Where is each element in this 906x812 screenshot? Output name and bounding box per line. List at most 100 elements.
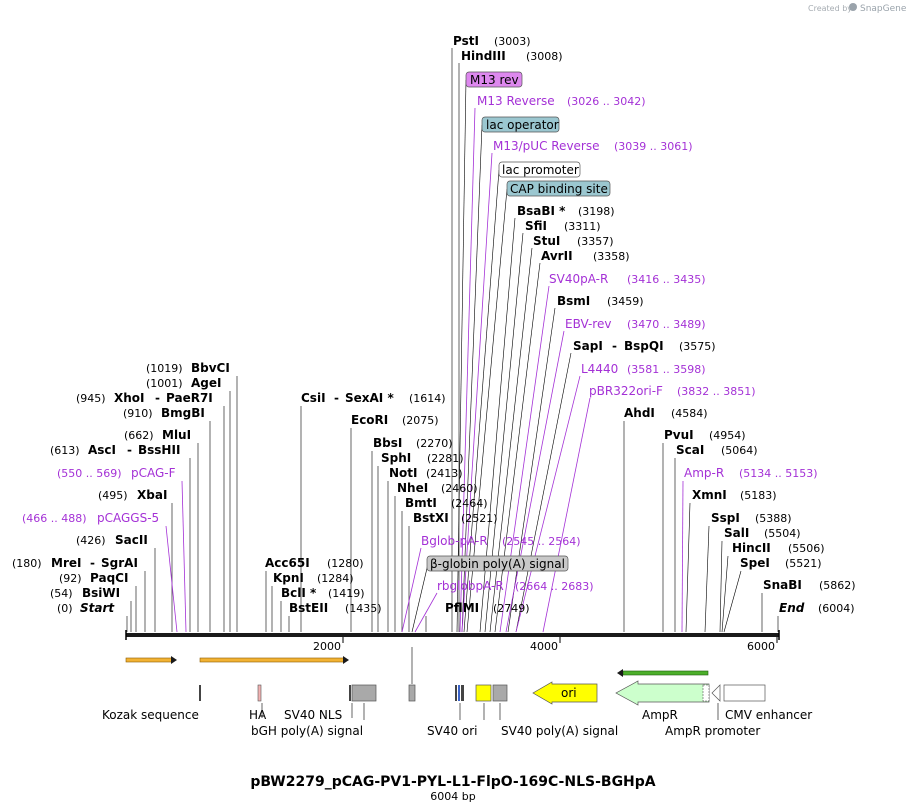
site-spei[interactable]: SpeI [740,556,770,570]
site-psti[interactable]: PstI [453,34,479,48]
primer-pcaggs-5[interactable]: pCAGGS-5 [97,511,159,525]
site-xhoi[interactable]: XhoI [114,391,145,405]
site-num-stui: (3357) [577,235,614,248]
box-b-globin-polya[interactable] [426,555,569,572]
site-bmti[interactable]: BmtI [405,496,437,510]
site-num-pvui: (4954) [709,429,746,442]
site-num-sphi: (2281) [427,452,464,465]
site-mrei[interactable]: MreI [51,556,81,570]
sites-left: (1019) BbvCI (1001) AgeI (945) XhoI - Pa… [12,361,230,615]
site-agei[interactable]: AgeI [191,376,221,390]
primer-pbr322ori-f[interactable]: pBR322ori-F [589,384,663,398]
site-bspqi[interactable]: BspQI [624,339,664,353]
site-sapi[interactable]: SapI [573,339,603,353]
site-bcli[interactable]: BclI * [281,586,317,600]
box-m13-rev-label: M13 rev [470,73,519,87]
orf-1[interactable] [125,657,173,663]
feature-ampr-promoter-arrow[interactable] [711,684,721,702]
site-num-mrei: (180) [12,557,42,570]
site-ecori[interactable]: EcoRI [351,413,388,427]
site-bstxi[interactable]: BstXI [413,511,449,525]
primer-bglob-pa-r[interactable]: Bglob-pA-R [421,534,488,548]
site-num-bsmi: (3459) [607,295,644,308]
site-stui[interactable]: StuI [533,234,560,248]
site-sgrai[interactable]: SgrAI [101,556,138,570]
site-paer7i[interactable]: PaeR7I [166,391,213,405]
feature-ampr-arrow[interactable] [615,680,710,706]
site-snabi[interactable]: SnaBI [763,578,802,592]
site-end[interactable]: End [779,601,805,615]
primer-l4440[interactable]: L4440 [581,362,618,376]
site-num-sapi: (3575) [679,340,716,353]
site-scai[interactable]: ScaI [676,443,704,457]
site-bmgbi[interactable]: BmgBI [161,406,205,420]
site-kpni[interactable]: KpnI [273,571,304,585]
site-sexai[interactable]: SexAI * [345,391,394,405]
feature-kozak[interactable] [199,685,201,701]
site-xbai[interactable]: XbaI [137,488,167,502]
box-lac-operator[interactable] [481,116,560,133]
feature-block-3[interactable] [458,685,460,701]
site-num-scai: (5064) [721,444,758,457]
site-sphi[interactable]: SphI [381,451,411,465]
feature-ori-arrow[interactable] [532,681,598,705]
site-xmni[interactable]: XmnI [692,488,727,502]
feature-bgh[interactable] [351,684,377,702]
site-sali[interactable]: SalI [724,526,749,540]
orf-2[interactable] [199,657,345,663]
orf-3[interactable] [622,670,709,676]
box-lac-promoter[interactable] [498,161,581,178]
site-num-bmgbi: (910) [123,407,153,420]
feature-sv40-polya[interactable] [492,684,508,702]
site-nhei[interactable]: NheI [397,481,428,495]
backbone: 2000 4000 6000 [125,630,780,653]
feature-block-1[interactable] [408,684,416,702]
site-num-mlui: (662) [124,429,154,442]
site-bsmi[interactable]: BsmI [557,294,590,308]
primer-rbglobpa-r[interactable]: rbglobpA-R [437,579,504,593]
tick-label-4000: 4000 [530,640,558,653]
feature-ha[interactable] [257,684,262,702]
label-sv40-polya: SV40 poly(A) signal [501,724,618,738]
site-sfii[interactable]: SfiI [525,219,547,233]
feature-block-2[interactable] [455,685,457,701]
primer-sv40pa-r[interactable]: SV40pA-R [549,272,608,286]
site-hincii[interactable]: HincII [732,541,771,555]
site-paqci[interactable]: PaqCI [90,571,128,585]
site-sspi[interactable]: SspI [711,511,740,525]
primer-ebv-rev[interactable]: EBV-rev [565,317,611,331]
site-bsabi[interactable]: BsaBI * [517,204,566,218]
feature-cmv-enhancer[interactable] [723,684,766,702]
feature-sv40-ori[interactable] [475,684,492,702]
primer-amp-r[interactable]: Amp-R [684,466,724,480]
site-ahdi[interactable]: AhdI [624,406,655,420]
feature-sv40-nls[interactable] [349,685,351,701]
site-pvui[interactable]: PvuI [664,428,694,442]
site-avrii[interactable]: AvrII [541,249,573,263]
primer-range-bglob-pa-r: (2545 .. 2564) [502,535,581,548]
site-bsiwi[interactable]: BsiWI [82,586,120,600]
site-asci[interactable]: AscI [88,443,116,457]
site-bbvci[interactable]: BbvCI [191,361,230,375]
site-acc65i[interactable]: Acc65I [265,556,310,570]
site-mlui[interactable]: MluI [162,428,191,442]
site-csii[interactable]: CsiI [301,391,326,405]
plasmid-length: 6004 bp [430,790,475,803]
box-cap-binding-site[interactable] [506,180,611,197]
site-sep-sapi: - [612,339,617,353]
site-pflmi[interactable]: PflMI [445,601,479,615]
site-hindiii[interactable]: HindIII [461,49,506,63]
box-m13-rev[interactable] [465,71,523,88]
site-noti[interactable]: NotI [389,466,418,480]
primer-m13-puc-reverse[interactable]: M13/pUC Reverse [493,139,600,153]
primer-pcag-f[interactable]: pCAG-F [131,466,176,480]
primer-m13-reverse[interactable]: M13 Reverse [477,94,555,108]
feature-block-4[interactable] [461,685,464,701]
site-start[interactable]: Start [80,601,115,615]
site-bsshii[interactable]: BssHII [138,443,180,457]
site-sacii[interactable]: SacII [115,533,148,547]
site-bsteii[interactable]: BstEII [289,601,328,615]
feature-ampr-promoter-block [702,684,710,702]
site-num-sfii: (3311) [564,220,601,233]
site-bbsi[interactable]: BbsI [373,436,402,450]
